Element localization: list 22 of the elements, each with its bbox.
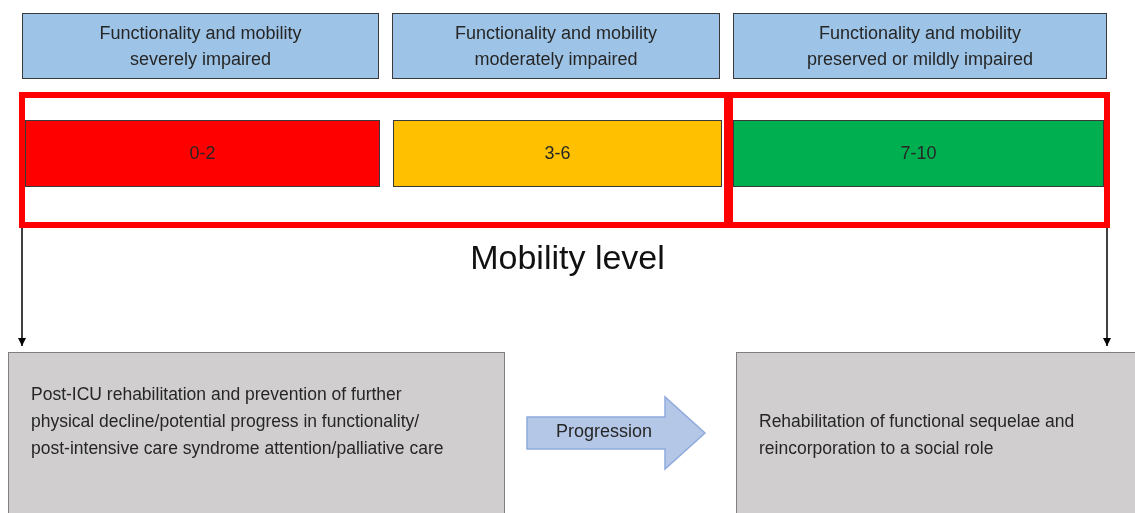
axis-title: Mobility level	[470, 238, 665, 276]
outcome-box	[736, 352, 1135, 513]
box-text: Rehabilitation of functional sequelae and reincorporation to a social role	[759, 410, 1076, 460]
edge-label: Progression	[555, 421, 652, 441]
box-text: Post-ICU rehabilitation and prevention of further physical decline/potential progress in functionality/ post-intensive care syndrome attention/palliative care	[31, 383, 445, 460]
score-bar	[733, 120, 1104, 187]
box-text: Functionality and mobility preserved or mildly impaired	[805, 22, 1035, 71]
category-box	[22, 13, 379, 79]
box-text: Functionality and mobility moderately impaired	[453, 22, 659, 71]
category-box	[392, 13, 720, 79]
outcome-box	[8, 352, 505, 513]
score-bar	[25, 120, 380, 187]
category-box	[733, 13, 1107, 79]
score-bar	[393, 120, 722, 187]
box-text: 0-2	[189, 143, 216, 164]
box-text: 3-6	[544, 143, 571, 164]
box-text: 7-10	[900, 143, 937, 164]
arrow	[1103, 227, 1111, 347]
box-text: Functionality and mobility severely impaired	[98, 22, 303, 71]
range-frame	[724, 92, 1110, 228]
arrow	[18, 227, 26, 347]
range-frame	[19, 92, 733, 228]
